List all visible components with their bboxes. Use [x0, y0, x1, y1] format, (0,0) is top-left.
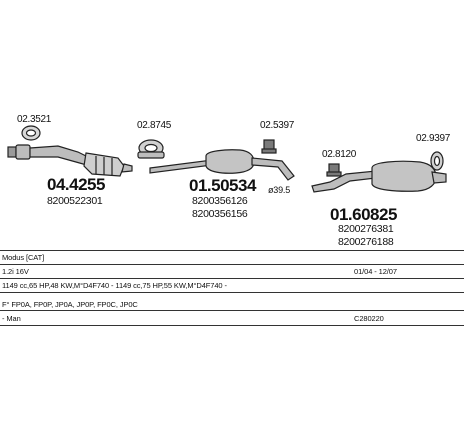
- exhaust-parts-drawing: [7, 125, 447, 193]
- rear-silencer-drawing: [311, 160, 447, 193]
- part-number-catalyst: 04.4255: [47, 175, 105, 194]
- transmission-text: - Man: [2, 314, 21, 323]
- tail-clamp-icon: [430, 151, 444, 171]
- engine-spec-text: 1149 cc,65 HP,48 KW,M°D4F740 - 1149 cc,7…: [2, 281, 227, 290]
- part-number-middle: 01.50534: [189, 176, 256, 195]
- divider: [0, 325, 464, 326]
- date-range-text: 01/04 - 12/07: [354, 267, 397, 276]
- oem-middle-1: 8200356126: [192, 195, 248, 207]
- oem-middle-2: 8200356156: [192, 208, 248, 220]
- oem-catalyst: 8200522301: [47, 195, 103, 207]
- engine-text: 1.2i 16V: [2, 267, 29, 276]
- middle-silencer-drawing: [149, 149, 295, 181]
- hanger-code: 02.5397: [260, 120, 295, 131]
- rubber-hanger-icon: [261, 139, 277, 154]
- part-number-rear: 01.60825: [330, 205, 397, 224]
- divider: [0, 292, 464, 293]
- clamp-code: 02.8745: [137, 120, 172, 131]
- divider: [0, 310, 464, 311]
- catalytic-converter-pipe-drawing: [7, 144, 133, 177]
- divider: [0, 250, 464, 251]
- clamp-icon: [137, 139, 165, 159]
- reference-code-text: C280220: [354, 314, 384, 323]
- divider: [0, 278, 464, 279]
- rear-hanger-code: 02.8120: [322, 149, 357, 160]
- rear-hanger-icon: [326, 163, 342, 177]
- model-text: Modus [CAT]: [2, 253, 45, 262]
- gearbox-codes-text: F° FP0A, FP0P, JP0A, JP0P, FP0C, JP0C: [2, 300, 138, 309]
- pipe-diameter: ø39.5: [268, 185, 291, 195]
- divider: [0, 264, 464, 265]
- gasket-code: 02.3521: [17, 114, 52, 125]
- tail-clamp-code: 02.9397: [416, 133, 451, 144]
- oem-rear-2: 8200276188: [338, 236, 394, 248]
- oem-rear-1: 8200276381: [338, 223, 394, 235]
- gasket-ring-icon: [21, 125, 41, 141]
